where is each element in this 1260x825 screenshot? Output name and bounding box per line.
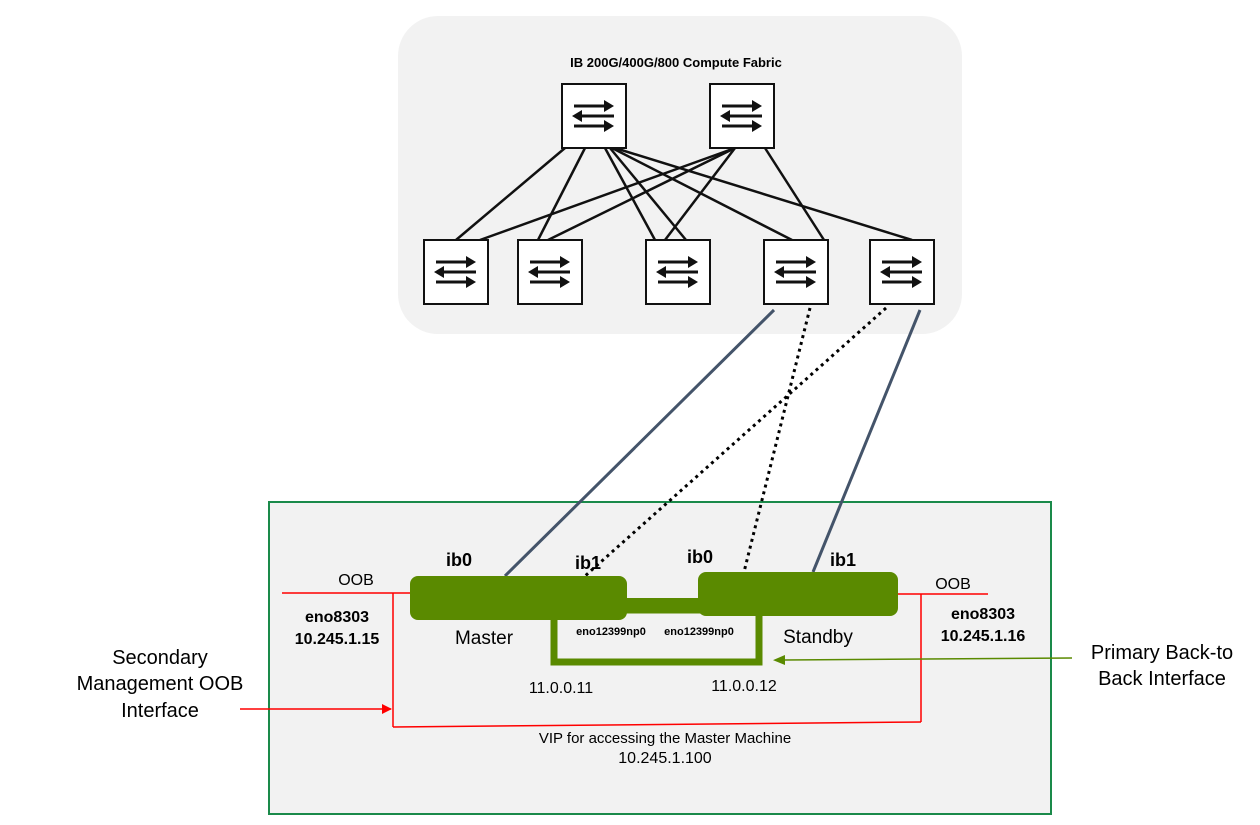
- cluster-box: [268, 501, 1052, 815]
- standby-name: Standby: [783, 627, 853, 648]
- standby-mgmt-iface: eno8303: [951, 606, 1015, 623]
- master-mgmt-iface: eno8303: [305, 609, 369, 626]
- master-mgmt-ip: 10.245.1.15: [295, 631, 380, 648]
- secondary-callout-line3: Interface: [121, 700, 199, 722]
- standby-b2b-iface: eno12399np0: [664, 626, 734, 638]
- leaf-switch-icon: [422, 238, 490, 306]
- primary-callout-line2: Back Interface: [1098, 668, 1226, 690]
- master-ib0-label: ib0: [446, 550, 472, 570]
- secondary-callout-line2: Management OOB: [77, 673, 244, 695]
- vip-label: VIP for accessing the Master Machine: [539, 730, 791, 747]
- standby-b2b-ip: 11.0.0.12: [711, 678, 777, 695]
- master-ib0-uplink: [503, 308, 776, 578]
- node-bridge: [620, 598, 702, 608]
- master-oob-label: OOB: [338, 572, 374, 589]
- primary-callout-arrow: [773, 654, 1073, 665]
- vip-ip: 10.245.1.100: [618, 750, 712, 767]
- back-to-back-link: [550, 606, 763, 666]
- leaf-switch-icon: [868, 238, 936, 306]
- master-node: [410, 576, 627, 620]
- master-b2b-iface: eno12399np0: [576, 626, 646, 638]
- leaf-switch-icon: [644, 238, 712, 306]
- fabric-links: [455, 146, 913, 242]
- master-ib1-label: ib1: [575, 553, 601, 573]
- spine-switch-icon: [560, 82, 628, 150]
- oob-network: [282, 592, 988, 728]
- primary-callout-line1: Primary Back-to: [1091, 642, 1233, 664]
- standby-mgmt-ip: 10.245.1.16: [941, 628, 1026, 645]
- standby-oob-label: OOB: [935, 576, 971, 593]
- spine-switch-icon: [708, 82, 776, 150]
- secondary-callout-line1: Secondary: [112, 647, 208, 669]
- standby-node: [698, 572, 898, 616]
- leaf-switch-icon: [762, 238, 830, 306]
- fabric-title: IB 200G/400G/800 Compute Fabric: [570, 55, 782, 70]
- master-b2b-ip: 11.0.0.11: [529, 680, 593, 697]
- standby-ib0-label: ib0: [687, 547, 713, 567]
- leaf-switch-icon: [516, 238, 584, 306]
- standby-ib0-uplink: [742, 307, 812, 573]
- standby-ib1-uplink: [811, 309, 922, 573]
- standby-ib1-label: ib1: [830, 550, 856, 570]
- master-name: Master: [455, 628, 514, 649]
